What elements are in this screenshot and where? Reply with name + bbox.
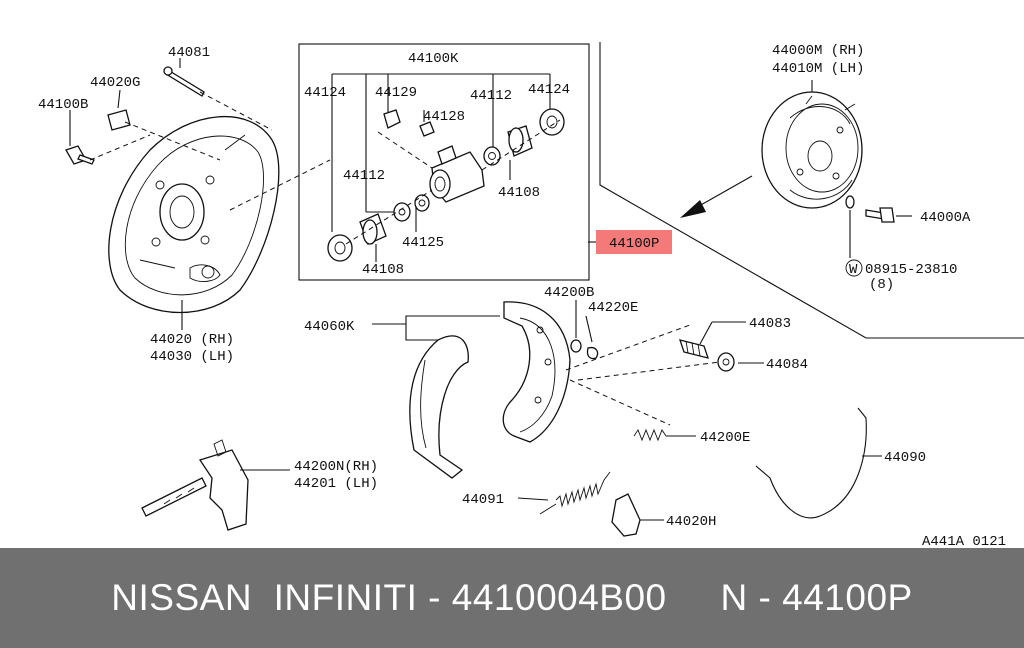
label-08915-23810: 08915-23810 (865, 262, 957, 278)
diagram-reference-code: A441A 0121 (922, 534, 1006, 548)
spring-44125 (414, 194, 430, 212)
label-44000a: 44000A (920, 210, 971, 226)
back-plate-assembly (65, 58, 331, 330)
label-44200n-rh: 44200N(RH) (294, 459, 378, 475)
label-44201-lh: 44201 (LH) (294, 476, 378, 492)
label-44129: 44129 (375, 85, 417, 101)
washer-symbol (845, 259, 863, 277)
label-44112-right: 44112 (470, 88, 512, 104)
label-44128: 44128 (423, 109, 465, 125)
label-44200e: 44200E (700, 430, 750, 446)
label-44125: 44125 (402, 235, 444, 251)
label-44083: 44083 (749, 316, 791, 332)
label-44200b: 44200B (544, 285, 594, 301)
label-44108-left: 44108 (362, 262, 404, 278)
label-44112-left: 44112 (343, 168, 385, 184)
spring-44091 (539, 471, 611, 515)
label-44100b: 44100B (38, 97, 88, 113)
label-44090: 44090 (884, 450, 926, 466)
label-44084: 44084 (766, 357, 808, 373)
highlight-44100p (596, 230, 672, 254)
kit-box (298, 43, 590, 281)
part-number-banner: NISSAN INFINITI - 4410004B00 N - 44100P (0, 548, 1024, 648)
label-44124-right: 44124 (528, 82, 570, 98)
adjuster-44083 (679, 339, 709, 359)
label-44010m-lh: 44010M (LH) (772, 61, 864, 77)
part-labels: 44081 44020G 44100B 44020 (RH) 44030 (LH… (38, 43, 1006, 548)
cap-44129 (383, 109, 401, 129)
label-washer-symbol: W (849, 262, 858, 278)
parking-lever-44200n (198, 449, 249, 531)
clip-44020h (611, 493, 641, 537)
grommet-44020g (107, 109, 131, 131)
brake-shoe-right (502, 301, 571, 443)
label-44030-lh: 44030 (LH) (150, 349, 234, 365)
label-44108-right: 44108 (498, 185, 540, 201)
brake-shoes-and-springs (141, 300, 882, 537)
boot-44124-left (327, 234, 353, 262)
label-44081: 44081 (168, 45, 210, 61)
brake-assembly (599, 42, 1024, 339)
wheel-cylinder-kit (298, 43, 600, 281)
brake-shoe-left (409, 335, 469, 479)
label-44100p: 44100P (609, 236, 659, 252)
part-number-text: NISSAN INFINITI - 4410004B00 N - 44100P (111, 577, 913, 618)
pin-44200b (570, 339, 582, 353)
bleeder-screw-44128 (419, 121, 435, 137)
label-44020g: 44020G (90, 75, 140, 91)
label-44020-rh: 44020 (RH) (150, 332, 234, 348)
spring-44200e (633, 428, 667, 442)
cup-44112-left (393, 202, 411, 222)
label-44124-left: 44124 (304, 85, 346, 101)
clip-44220e (586, 346, 599, 360)
label-44060k: 44060K (304, 319, 355, 335)
label-08915-qty: (8) (869, 277, 894, 293)
label-44020h: 44020H (666, 514, 716, 530)
label-44100k: 44100K (408, 51, 459, 67)
washer-08915 (845, 195, 855, 209)
label-44091: 44091 (462, 492, 504, 508)
bolt-44081 (165, 69, 205, 97)
nut-44084 (717, 352, 735, 372)
brake-parts-diagram: 44081 44020G 44100B 44020 (RH) 44030 (LH… (38, 42, 1024, 548)
cable-44090 (755, 407, 867, 519)
label-44220e: 44220E (588, 300, 638, 316)
label-44000m-rh: 44000M (RH) (772, 43, 864, 59)
cup-44112-right (483, 146, 501, 166)
